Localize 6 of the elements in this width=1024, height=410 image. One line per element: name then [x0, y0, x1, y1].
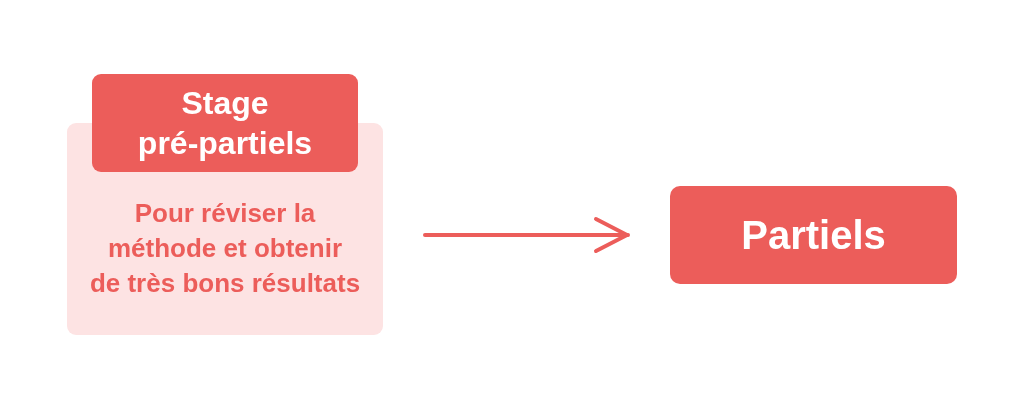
- process-box: [670, 186, 957, 284]
- box-label: Partiels: [740, 212, 887, 258]
- heading-text: Stage pré-partiels: [136, 84, 314, 163]
- body-text: Pour réviser la méthode et obtenir de très bons résultats: [89, 196, 361, 300]
- info-card: [67, 74, 383, 335]
- arrow: [423, 217, 630, 253]
